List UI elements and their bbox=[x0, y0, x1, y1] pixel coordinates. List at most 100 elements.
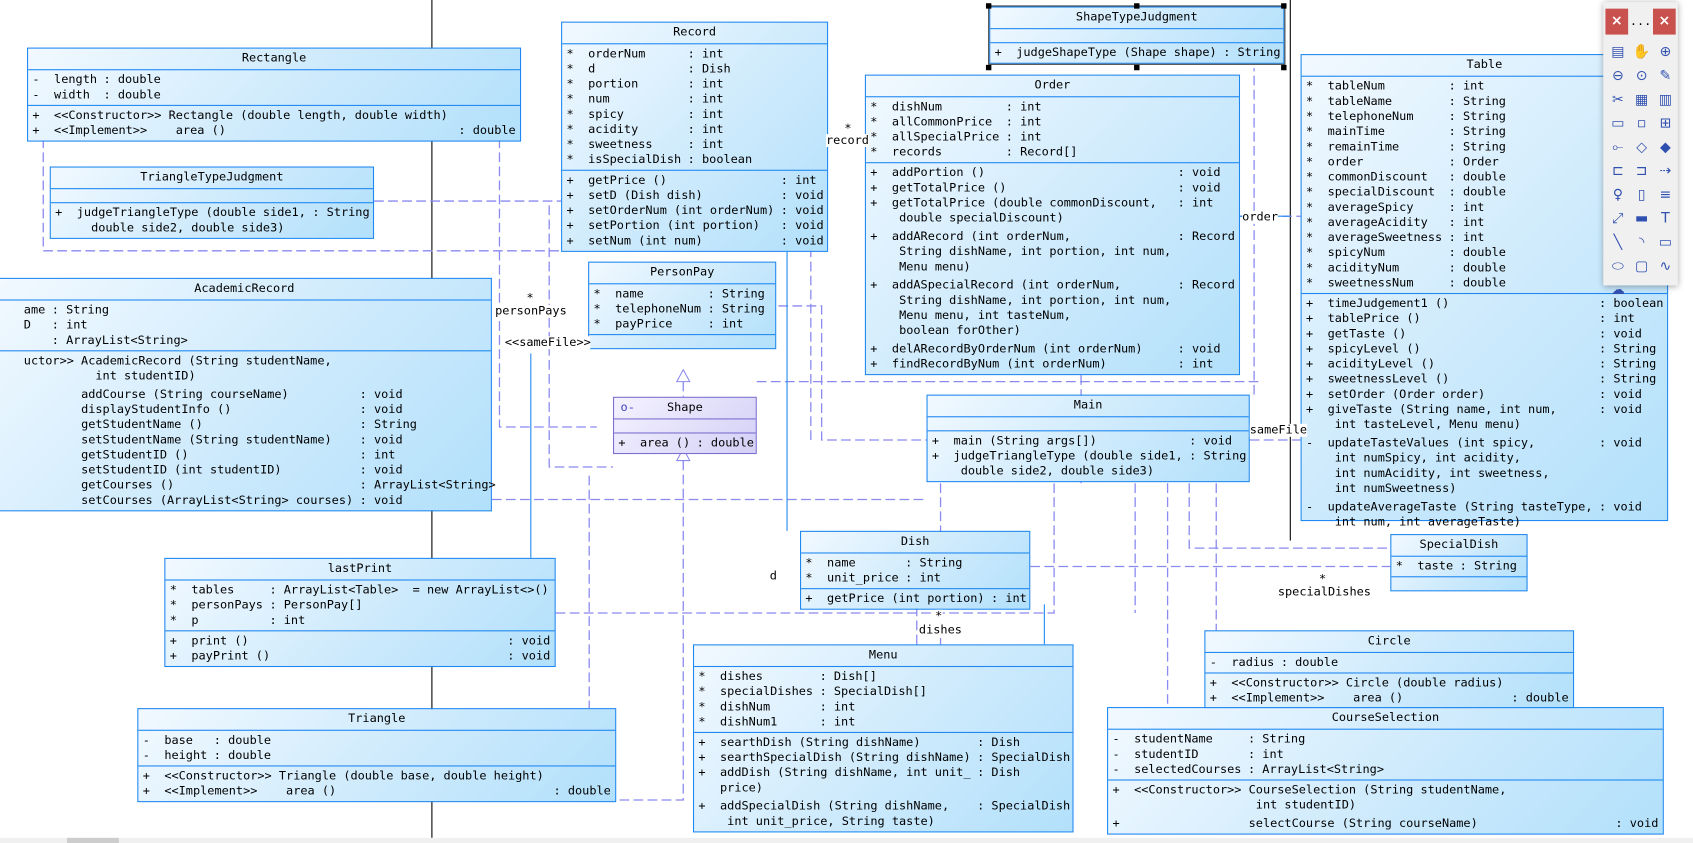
resize-handle[interactable] bbox=[1133, 64, 1139, 71]
class-table[interactable]: Table*tableNum: int*tableName: String*te… bbox=[1300, 54, 1669, 529]
relationship-line[interactable] bbox=[498, 138, 597, 428]
operation-return-type[interactable]: : double bbox=[696, 435, 754, 450]
operation-return-type[interactable]: : Record bbox=[1177, 229, 1235, 244]
operation-visibility[interactable]: + bbox=[32, 123, 40, 138]
zoom-fit-icon[interactable]: ⊙ bbox=[1635, 68, 1648, 85]
operation-visibility[interactable]: + bbox=[870, 165, 878, 180]
close-palette-button[interactable]: × bbox=[1605, 8, 1629, 35]
aggregation-icon[interactable]: ◇ bbox=[1636, 139, 1648, 156]
class-order[interactable]: Order*dishNum: int*allCommonPrice: int*a… bbox=[864, 74, 1241, 376]
operation-signature[interactable]: setPortion (int portion) bbox=[588, 218, 760, 233]
operation-signature[interactable]: setNum (int num) bbox=[588, 233, 703, 248]
resize-handle[interactable] bbox=[1281, 3, 1287, 9]
relationship-line[interactable] bbox=[548, 205, 613, 468]
operation-signature[interactable]: searthSpecialDish (String dishName) bbox=[720, 750, 971, 765]
operation-signature[interactable]: setStudentID (int studentID) bbox=[81, 462, 282, 477]
operation-visibility[interactable]: + bbox=[931, 448, 940, 463]
operation-visibility[interactable]: + bbox=[1305, 341, 1314, 356]
relationship-line[interactable] bbox=[616, 460, 684, 801]
operation-return-type[interactable]: : ArrayList<String> bbox=[359, 477, 496, 492]
operation-visibility[interactable]: + bbox=[32, 108, 40, 123]
operation-return-type[interactable] bbox=[1511, 676, 1568, 691]
operation-signature[interactable]: acidityLevel () bbox=[1327, 356, 1435, 371]
operation-signature[interactable]: <<Constructor>> Triangle (double base, d… bbox=[164, 768, 544, 783]
operation-signature[interactable]: <<Implement>> area () bbox=[164, 783, 337, 798]
class-special-dish[interactable]: SpecialDish*taste: String bbox=[1390, 534, 1528, 592]
operation-signature[interactable]: searthDish (String dishName) bbox=[720, 735, 921, 750]
operation-return-type[interactable]: : double bbox=[1511, 690, 1569, 705]
operation-return-type[interactable]: : String bbox=[1189, 448, 1247, 463]
operation-return-type[interactable]: : void bbox=[780, 188, 824, 203]
operation-signature[interactable]: getPrice () bbox=[588, 172, 667, 188]
operation-visibility[interactable]: + bbox=[870, 277, 878, 292]
operation-signature[interactable]: selectCourse (String courseName) bbox=[1134, 816, 1478, 831]
operation-return-type[interactable]: : boolean bbox=[1598, 296, 1664, 311]
operation-visibility[interactable]: - bbox=[1305, 499, 1314, 514]
operation-visibility[interactable]: + bbox=[1112, 816, 1120, 831]
operation-visibility[interactable]: + bbox=[870, 195, 878, 210]
point-icon[interactable]: ▫ bbox=[1636, 115, 1647, 132]
relationship-line[interactable] bbox=[1188, 483, 1391, 549]
operation-signature[interactable]: <<Constructor>> Rectangle (double length… bbox=[54, 108, 448, 123]
operation-return-type[interactable]: : void bbox=[1598, 326, 1642, 341]
operation-return-type[interactable]: : String bbox=[1223, 45, 1281, 60]
operation-return-type[interactable]: : void bbox=[507, 633, 551, 648]
operation-return-type[interactable]: : void bbox=[1177, 180, 1221, 195]
class-menu[interactable]: Menu*dishes: Dish[]*specialDishes: Speci… bbox=[692, 644, 1074, 833]
operation-signature[interactable]: print () bbox=[191, 633, 249, 648]
operation-return-type[interactable]: : int bbox=[359, 447, 396, 462]
operation-signature[interactable]: setD (Dish dish) bbox=[588, 188, 703, 203]
operation-return-type[interactable]: : int bbox=[991, 591, 1027, 606]
operation-signature[interactable]: <<Constructor>> Circle (double radius) bbox=[1231, 675, 1504, 690]
horizontal-scrollbar[interactable] bbox=[0, 837, 1693, 843]
class-icon[interactable]: ▭ bbox=[1611, 115, 1625, 132]
operation-return-type[interactable]: : Dish bbox=[977, 765, 1021, 780]
association-icon[interactable]: ⟜ bbox=[1612, 139, 1624, 156]
class-rectangle[interactable]: Rectangle-length: double-width: double+<… bbox=[27, 47, 522, 142]
operation-return-type[interactable]: : void bbox=[359, 402, 403, 417]
operation-visibility[interactable]: + bbox=[566, 172, 574, 188]
operation-visibility[interactable] bbox=[2, 478, 17, 493]
operation-visibility[interactable]: + bbox=[142, 783, 150, 798]
operation-signature[interactable]: <<Implement>> area () bbox=[1231, 690, 1404, 705]
resize-handle[interactable] bbox=[985, 64, 992, 71]
operation-visibility[interactable]: + bbox=[1305, 296, 1314, 311]
operation-visibility[interactable]: + bbox=[1209, 675, 1217, 690]
operation-signature[interactable]: tablePrice () bbox=[1327, 311, 1421, 326]
class-main[interactable]: Main+main (String args[]): void+judgeTri… bbox=[926, 394, 1250, 483]
operation-visibility[interactable]: + bbox=[1112, 782, 1120, 797]
operation-visibility[interactable]: + bbox=[870, 229, 878, 244]
operation-return-type[interactable]: : void bbox=[1177, 341, 1221, 356]
class-triangle[interactable]: Triangle-base: double-height: double+<<C… bbox=[137, 708, 617, 803]
operation-visibility[interactable]: + bbox=[1209, 690, 1217, 705]
operation-return-type[interactable]: : void bbox=[1615, 816, 1659, 831]
operation-signature[interactable]: addPortion () bbox=[891, 165, 985, 180]
operation-visibility[interactable]: + bbox=[1305, 387, 1314, 402]
realization-icon[interactable]: ⊐ bbox=[1635, 163, 1648, 180]
operation-return-type[interactable]: : String bbox=[1598, 341, 1657, 356]
operation-visibility[interactable]: + bbox=[1305, 311, 1314, 326]
operation-return-type[interactable]: : int bbox=[1177, 195, 1214, 210]
operation-signature[interactable]: main (String args[]) bbox=[953, 433, 1097, 448]
operation-return-type[interactable]: : SpecialDish bbox=[977, 750, 1071, 765]
operation-signature[interactable]: addARecord (int orderNum, String dishNam… bbox=[891, 229, 1172, 274]
operation-signature[interactable]: judgeTriangleType (double side1, double … bbox=[76, 205, 306, 235]
operation-visibility[interactable] bbox=[2, 493, 17, 508]
rectangle-icon[interactable]: ▭ bbox=[1658, 234, 1673, 251]
operation-visibility[interactable]: + bbox=[1305, 402, 1314, 417]
operation-return-type[interactable]: : void bbox=[359, 387, 403, 402]
operation-visibility[interactable]: + bbox=[698, 750, 706, 765]
arc-icon[interactable]: ◝ bbox=[1638, 234, 1645, 251]
operation-visibility[interactable]: + bbox=[566, 233, 574, 248]
line-icon[interactable]: ╲ bbox=[1613, 234, 1623, 251]
operation-return-type[interactable]: : void bbox=[1598, 435, 1642, 450]
operation-return-type[interactable]: : int bbox=[780, 172, 817, 188]
operation-return-type[interactable] bbox=[360, 354, 496, 384]
operation-return-type[interactable]: : int bbox=[1177, 356, 1214, 371]
operation-signature[interactable]: getStudentID () bbox=[81, 447, 189, 462]
operation-return-type[interactable] bbox=[458, 108, 515, 123]
operation-return-type[interactable] bbox=[1615, 783, 1658, 813]
class-triangle-type-judgment[interactable]: TriangleTypeJudgment+judgeTriangleType (… bbox=[49, 166, 375, 239]
generalization-icon[interactable]: ⊏ bbox=[1611, 163, 1624, 180]
operation-visibility[interactable]: - bbox=[1305, 435, 1314, 450]
